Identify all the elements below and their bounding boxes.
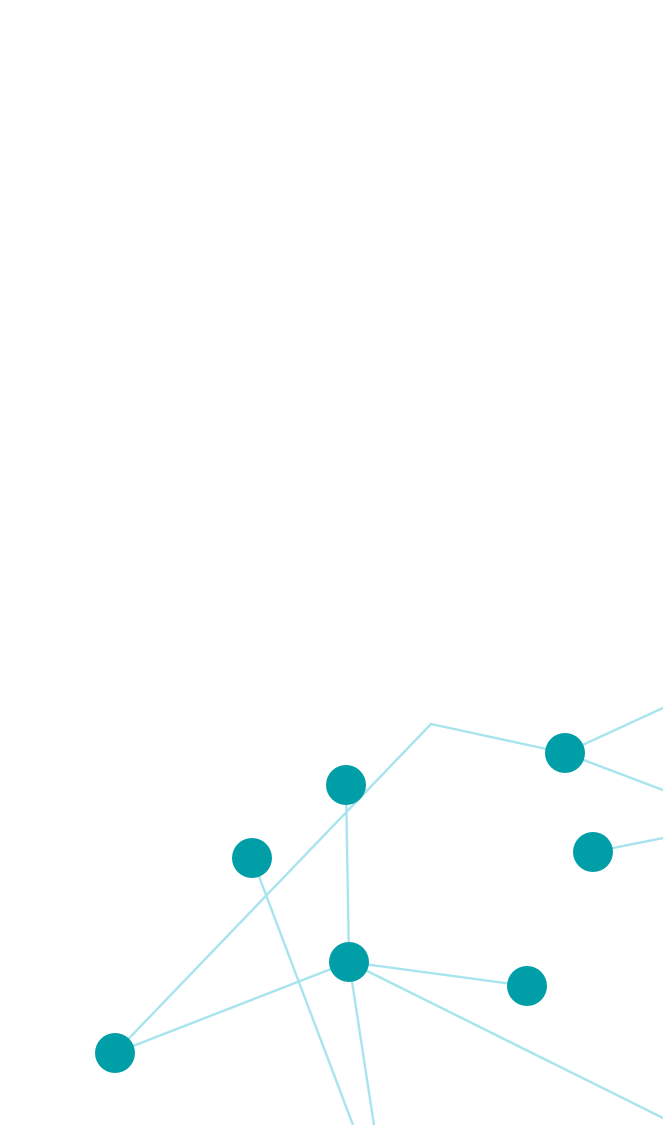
connection-line: [113, 722, 433, 1055]
connection-line: [250, 856, 355, 1127]
connection-line: [347, 960, 663, 1120]
network-node: [573, 832, 613, 872]
connection-line: [344, 783, 351, 964]
network-node: [507, 966, 547, 1006]
connection-line: [113, 960, 351, 1055]
network-node: [329, 942, 369, 982]
network-node: [232, 838, 272, 878]
connection-line: [429, 722, 567, 755]
network-node: [95, 1033, 135, 1073]
network-nodes: [95, 733, 613, 1073]
connection-line: [347, 960, 376, 1127]
network-node: [545, 733, 585, 773]
network-node: [326, 765, 366, 805]
connection-lines: [113, 706, 663, 1127]
connection-line: [347, 960, 529, 988]
